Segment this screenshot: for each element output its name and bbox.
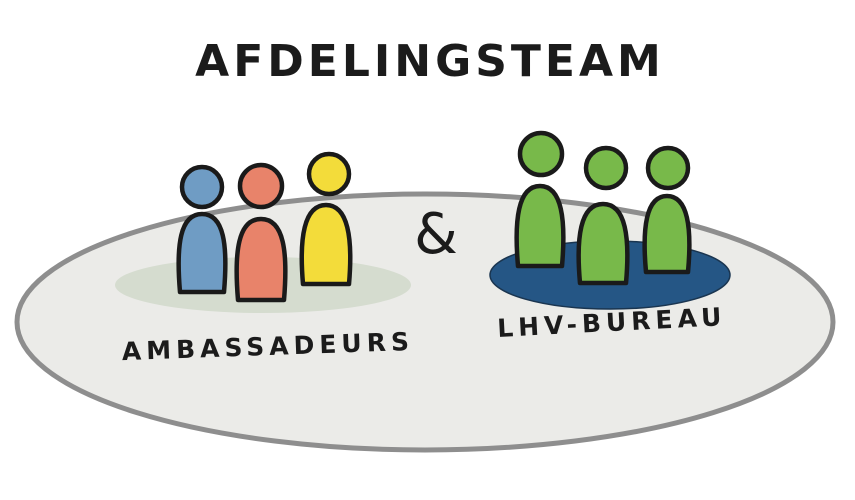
person-figure-orange (234, 216, 288, 303)
person-head-yellow (306, 151, 352, 197)
ambassadeurs-figures (176, 151, 353, 303)
lhv-bureau-figures (514, 130, 692, 286)
person-figure-green-left (514, 183, 566, 269)
connector-ampersand: & (414, 202, 458, 267)
person-head-green-right (645, 145, 691, 191)
person-head-green-left (517, 130, 565, 178)
person-figure-green-right (642, 193, 692, 275)
person-figure-yellow (299, 202, 353, 287)
person-head-orange (237, 162, 285, 210)
diagram-title: AFDELINGSTEAM (195, 36, 665, 87)
person-head-blue (179, 164, 225, 210)
person-figure-blue (176, 211, 228, 295)
person-figure-green-middle (576, 201, 630, 286)
person-head-green-middle (583, 145, 629, 191)
